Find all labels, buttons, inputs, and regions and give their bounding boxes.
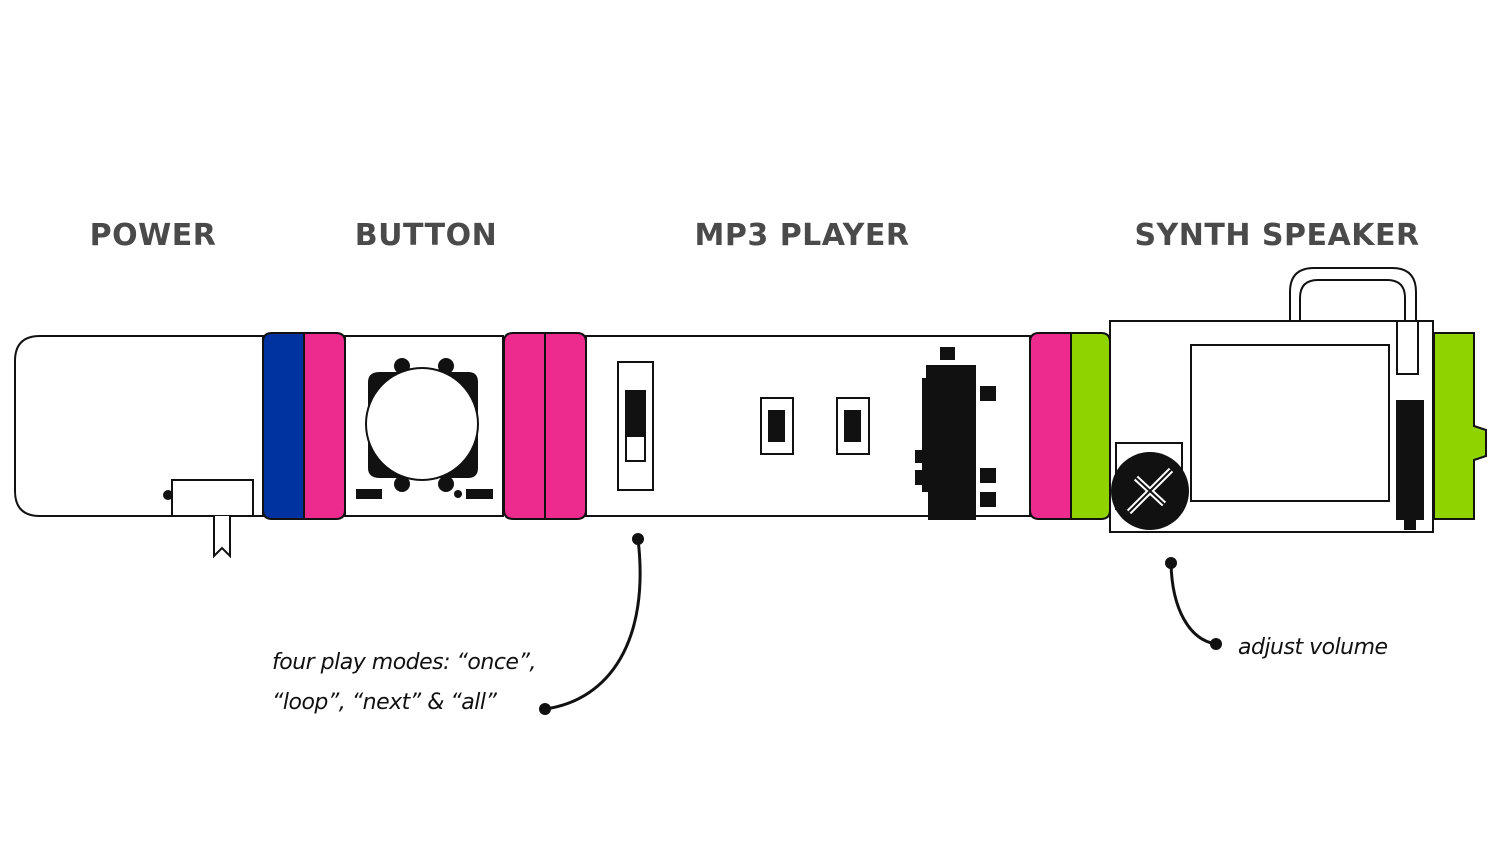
volume-pointer — [1165, 557, 1222, 650]
power-module — [14, 335, 264, 559]
volume-annotation: adjust volume — [1238, 628, 1388, 668]
mp3-button-2[interactable] — [836, 397, 870, 455]
mp3-synth-connector — [1029, 332, 1111, 520]
mp3-player-module-label: MP3 PLAYER — [694, 218, 910, 253]
mp3-player-module — [585, 335, 1031, 520]
power-switch[interactable] — [171, 479, 254, 517]
play-modes-line-1: four play modes: “once”, — [272, 650, 536, 675]
volume-knob[interactable] — [1111, 452, 1189, 530]
power-button-connector — [262, 332, 346, 520]
power-cable-icon — [213, 516, 231, 559]
button-mp3-connector — [503, 332, 587, 520]
play-mode-switch[interactable] — [617, 361, 654, 491]
play-modes-pointer — [539, 533, 644, 715]
sd-card-slot-icon — [915, 347, 996, 520]
power-module-label: POWER — [89, 218, 217, 253]
play-modes-annotation: four play modes: “once”, “loop”, “next” … — [272, 643, 536, 723]
synth-speaker-module-label: SYNTH SPEAKER — [1134, 218, 1420, 253]
mp3-button-1[interactable] — [760, 397, 794, 455]
volume-annotation-text: adjust volume — [1238, 635, 1388, 660]
play-modes-line-2: “loop”, “next” & “all” — [272, 690, 497, 715]
button-module-label: BUTTON — [354, 218, 498, 253]
button-module — [344, 335, 504, 517]
speaker-icon — [1190, 344, 1390, 502]
synth-speaker-module — [1109, 267, 1487, 533]
push-button[interactable] — [365, 367, 479, 481]
